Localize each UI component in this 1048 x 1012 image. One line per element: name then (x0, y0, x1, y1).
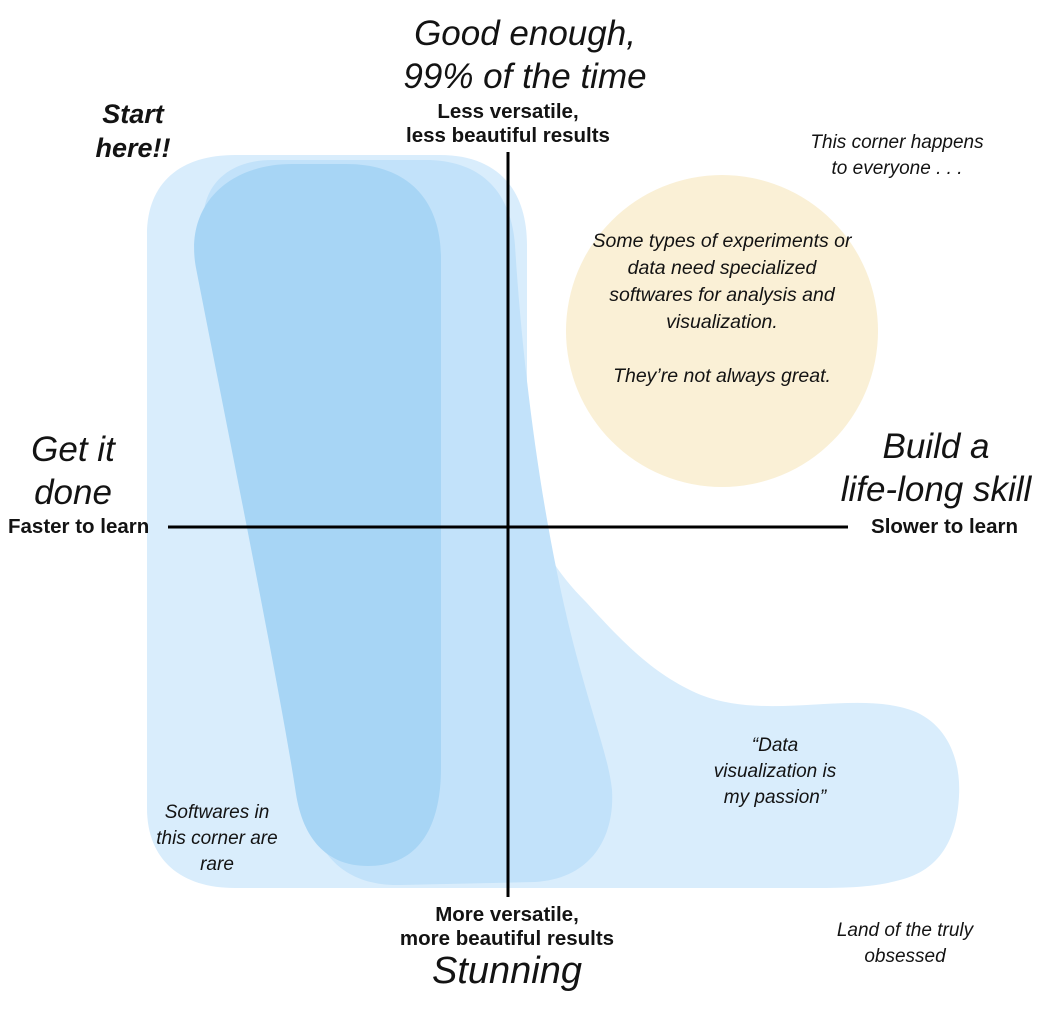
start-here-line1: Start (102, 99, 164, 129)
corner-everyone-line1: This corner happens (810, 132, 984, 153)
right-quadrant-title: Build a life-long skill (830, 425, 1042, 511)
softwares-rare-annotation: Softwares in this corner are rare (107, 800, 327, 878)
start-here-line2: here!! (95, 133, 171, 163)
x-axis-right-label: Slower to learn (871, 515, 1018, 538)
y-axis-bottom-label: More versatile, more beautiful results (357, 903, 657, 951)
top-title-line1: Good enough, (414, 14, 636, 53)
top-title-line2: 99% of the time (403, 57, 647, 96)
right-title-line1: Build a (882, 427, 990, 466)
y-axis-top-label: Less versatile, less beautiful results (358, 100, 658, 148)
y-axis-bottom-line1: More versatile, (435, 903, 579, 926)
blob-inner-dark (194, 164, 441, 866)
right-title-line2: life-long skill (840, 470, 1032, 509)
corner-everyone-annotation: This corner happens to everyone . . . (772, 130, 1022, 182)
y-axis-top-line2: less beautiful results (406, 124, 610, 147)
specialized-note-text: Some types of experiments or data need s… (585, 228, 859, 390)
passion-quote-line2: visualization is (713, 761, 837, 782)
y-axis-bottom-line2: more beautiful results (399, 927, 615, 950)
x-axis-left-label: Faster to learn (8, 515, 150, 538)
passion-quote-annotation: “Data visualization is my passion” (665, 733, 885, 811)
specialized-note-paragraph2: They’re not always great. (613, 365, 831, 387)
obsessed-annotation: Land of the truly obsessed (795, 918, 1015, 970)
bottom-quadrant-title: Stunning (431, 950, 582, 992)
passion-quote-line1: “Data (751, 735, 799, 756)
left-title-line1: Get it (31, 430, 115, 469)
softwares-rare-line3: rare (200, 854, 234, 875)
top-quadrant-title: Good enough, 99% of the time (320, 12, 730, 98)
softwares-rare-line2: this corner are (156, 828, 278, 849)
softwares-rare-line1: Softwares in (164, 802, 270, 823)
corner-everyone-line2: to everyone . . . (831, 158, 963, 179)
specialized-note-paragraph1: Some types of experiments or data need s… (592, 230, 852, 333)
start-here-annotation: Start here!! (58, 97, 208, 165)
obsessed-line2: obsessed (864, 946, 946, 967)
specialized-note-circle (566, 175, 878, 487)
passion-quote-line3: my passion” (723, 787, 827, 808)
obsessed-line1: Land of the truly (836, 920, 974, 941)
left-title-line2: done (34, 473, 112, 512)
y-axis-top-line1: Less versatile, (437, 100, 579, 123)
left-quadrant-title: Get it done (8, 428, 138, 514)
